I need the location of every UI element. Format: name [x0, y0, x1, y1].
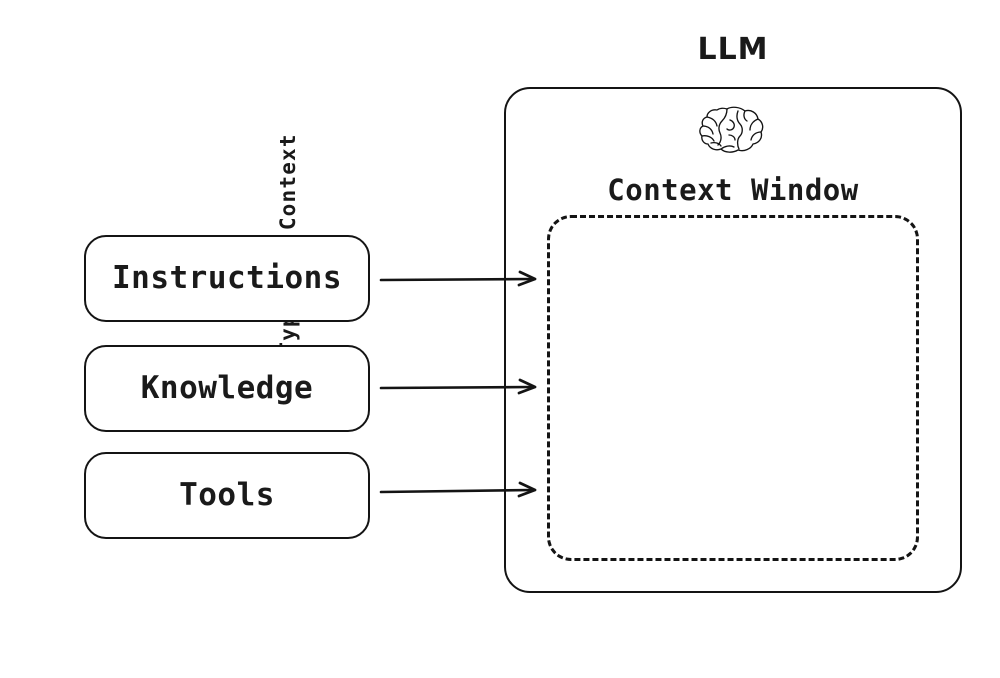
context-window-box[interactable] — [547, 215, 919, 561]
arrow-right-icon-knowledge — [379, 378, 537, 395]
llm-container — [504, 87, 962, 593]
context-type-box-knowledge[interactable]: Knowledge — [84, 345, 370, 432]
context-type-box-tools[interactable]: Tools — [84, 452, 370, 539]
context-type-label-instructions: Instructions — [112, 260, 342, 296]
context-window-title: Context Window — [607, 173, 859, 207]
brain-icon — [699, 106, 764, 153]
llm-title: LLM — [697, 32, 769, 67]
types-of-context-axis-label: Types of Context — [0, 0, 300, 355]
context-type-label-knowledge: Knowledge — [140, 370, 314, 406]
arrow-right-icon-instructions — [379, 270, 537, 287]
context-type-label-tools: Tools — [179, 477, 275, 513]
arrow-right-icon-tools — [379, 481, 537, 498]
context-type-box-instructions[interactable]: Instructions — [84, 235, 370, 322]
